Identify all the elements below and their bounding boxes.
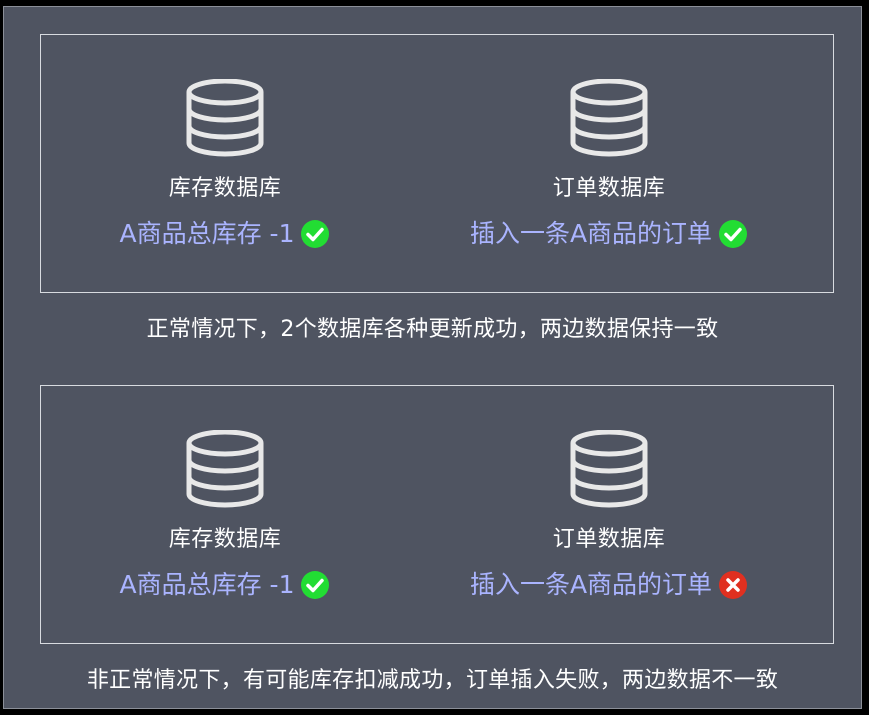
action-label: A商品总库存 -1 [119,570,295,599]
database-action: 插入一条A商品的订单 [459,568,759,602]
check-circle-icon [300,570,330,600]
database-name: 订单数据库 [552,176,666,201]
database-icon [185,430,265,510]
check-circle-icon [718,219,748,249]
abnormal-scenario-caption: 非正常情况下，有可能库存扣减成功，订单插入失败，两边数据不一致 [86,668,779,693]
action-label: 插入一条A商品的订单 [469,570,713,599]
database-icon [569,430,649,510]
inventory-database: 库存数据库 A商品总库存 -1 [75,430,375,602]
database-action: A商品总库存 -1 [75,217,375,251]
normal-scenario-caption: 正常情况下，2个数据库各种更新成功，两边数据保持一致 [146,317,719,342]
database-name: 库存数据库 [168,527,282,552]
order-database: 订单数据库 插入一条A商品的订单 [459,430,759,602]
order-database: 订单数据库 插入一条A商品的订单 [459,79,759,251]
database-name: 订单数据库 [552,527,666,552]
x-circle-icon [718,570,748,600]
action-label: A商品总库存 -1 [119,219,295,248]
inventory-database: 库存数据库 A商品总库存 -1 [75,79,375,251]
diagram-canvas: 库存数据库 A商品总库存 -1 [3,6,862,709]
database-icon [185,79,265,159]
database-icon [569,79,649,159]
database-action: A商品总库存 -1 [75,568,375,602]
abnormal-scenario-panel: 库存数据库 A商品总库存 -1 [40,385,834,644]
database-name: 库存数据库 [168,176,282,201]
normal-scenario-panel: 库存数据库 A商品总库存 -1 [40,34,834,293]
database-action: 插入一条A商品的订单 [459,217,759,251]
action-label: 插入一条A商品的订单 [469,219,713,248]
check-circle-icon [300,219,330,249]
